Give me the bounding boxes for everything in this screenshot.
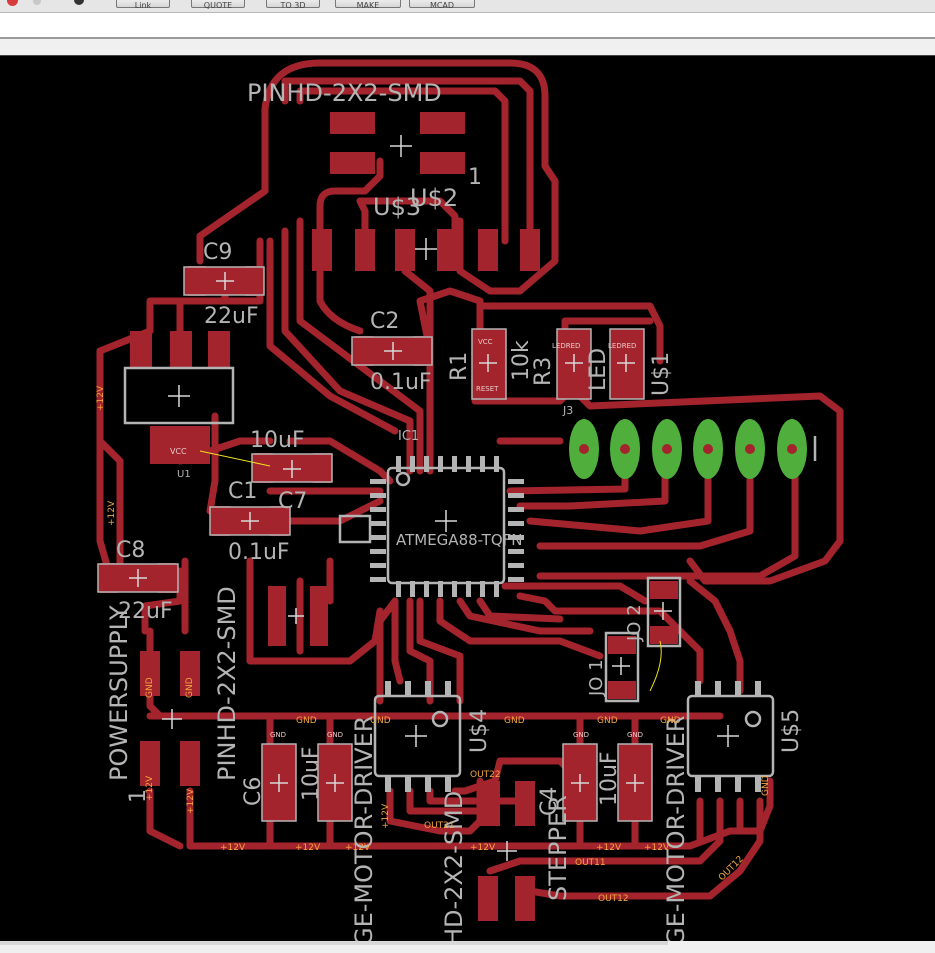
label-stepper: STEPPER <box>544 795 572 901</box>
label-u5: U$5 <box>779 709 804 753</box>
net-12v: +12V <box>470 843 496 853</box>
silkscreen-outlines <box>123 366 817 778</box>
pad-gnd: GND <box>573 731 589 739</box>
j3-pad-hole <box>662 444 672 454</box>
label-jo2: JO 2 <box>624 604 645 642</box>
net-gnd: GND <box>145 677 155 698</box>
label-c1: C1 <box>228 479 257 504</box>
label-pinhd-left: PINHD-2X2-SMD <box>213 586 241 781</box>
pad-gnd: GND <box>627 731 643 739</box>
pad-reset: RESET <box>476 385 499 393</box>
j3-pad-hole <box>620 444 630 454</box>
label-pin1-left: 1 <box>126 789 151 803</box>
net-gnd: GND <box>185 677 195 698</box>
label-r3: R3 <box>531 357 556 386</box>
net-out22: OUT22 <box>470 770 501 780</box>
make-button[interactable]: MAKE <box>335 0 401 10</box>
label-u4: U$4 <box>467 709 492 753</box>
quote-button[interactable]: QUOTE <box>191 0 245 10</box>
board-canvas[interactable]: PINHD-2X2-SMD U$2 U$3 1 C9 22uF C2 0.1uF… <box>0 55 935 946</box>
label-c6: C6 <box>241 777 266 806</box>
toolbar: Link QUOTE TO 3D MAKE MCAD <box>0 0 935 13</box>
net-gnd: GND <box>296 716 317 726</box>
label-powersupply: POWERSUPPLY <box>105 605 133 781</box>
pad-vcc: VCC <box>170 447 187 456</box>
label-pinhd-bottom: HD-2X2-SMD <box>440 791 468 942</box>
net-gnd: GND <box>370 716 391 726</box>
net-12v: +12V <box>96 385 106 411</box>
label-cap-10uf: 10uF <box>250 428 305 453</box>
label-jo1: JO 1 <box>586 659 607 697</box>
net-12v: +12V <box>295 843 321 853</box>
driver-pins <box>385 681 761 792</box>
net-12v: +12V <box>220 843 246 853</box>
net-12v: +12V <box>644 843 670 853</box>
minimize-window-icon[interactable] <box>33 0 41 5</box>
j3-pad-hole <box>703 444 713 454</box>
label-c9-value: 22uF <box>204 304 259 329</box>
net-gnd: GND <box>504 716 525 726</box>
label-u2: U$2 <box>410 184 458 212</box>
label-c1-value: 0.1uF <box>228 540 290 565</box>
label-pin1-top: 1 <box>468 165 482 190</box>
label-driver1: GE-MOTOR-DRIVER <box>350 716 378 942</box>
label-c2: C2 <box>370 309 399 334</box>
label-u1-regulator: U1 <box>177 469 191 480</box>
airwires <box>199 450 662 692</box>
net-12v: +12V <box>596 843 622 853</box>
label-ic1: IC1 <box>398 429 419 444</box>
label-u1-board: U$1 <box>649 352 674 396</box>
pad-gnd: GND <box>270 731 286 739</box>
j3-pad-hole <box>787 444 797 454</box>
net-12v: +12V <box>381 803 391 829</box>
status-bar <box>0 941 935 953</box>
net-12v: +12V <box>345 843 371 853</box>
net-out12: OUT12 <box>598 894 629 904</box>
command-line-input[interactable] <box>0 13 935 39</box>
net-out21: OUT21 <box>424 821 455 831</box>
origin-crosses <box>129 135 739 861</box>
mcad-button[interactable]: MCAD <box>409 0 475 10</box>
label-c6-value: 10uF <box>299 746 324 801</box>
settings-icon[interactable] <box>74 0 84 5</box>
label-j3: J3 <box>562 404 573 417</box>
net-out11: OUT11 <box>575 858 606 868</box>
label-led: LED <box>586 348 611 391</box>
label-u3: U$3 <box>373 193 421 221</box>
label-c8: C8 <box>116 538 145 563</box>
label-c4-value: 10uF <box>597 751 622 806</box>
label-c4: C4 <box>537 787 562 816</box>
label-c9: C9 <box>203 240 232 265</box>
net-gnd: GND <box>597 716 618 726</box>
pad-vcc: VCC <box>478 338 493 346</box>
j3-header <box>569 419 807 479</box>
label-pinhd-top: PINHD-2X2-SMD <box>247 79 442 107</box>
net-12v: +12V <box>145 775 155 801</box>
pad-gnd: GND <box>327 731 343 739</box>
close-window-icon[interactable] <box>7 0 18 6</box>
j3-pad-hole <box>745 444 755 454</box>
pad-ledred: LEDRED <box>608 342 636 350</box>
net-12v: +12V <box>186 788 196 814</box>
j3-pad-hole <box>579 444 589 454</box>
link-button[interactable]: Link <box>116 0 170 10</box>
label-r3-value: 10k <box>509 340 534 381</box>
label-c2-value: 0.1uF <box>370 370 432 395</box>
to3d-button[interactable]: TO 3D <box>266 0 320 10</box>
net-12v: +12V <box>107 500 117 526</box>
label-c8-value: 22uF <box>118 599 173 624</box>
pad-ledred: LEDRED <box>552 342 580 350</box>
ic1-pins <box>370 456 524 597</box>
label-r1: R1 <box>447 352 472 381</box>
label-driver2: GE-MOTOR-DRIVER <box>662 716 690 942</box>
label-ic1-part: ATMEGA88-TQFN <box>396 531 523 549</box>
label-c7: C7 <box>278 489 307 514</box>
net-gnd: GND <box>761 775 771 796</box>
net-gnd: GND <box>660 716 681 726</box>
